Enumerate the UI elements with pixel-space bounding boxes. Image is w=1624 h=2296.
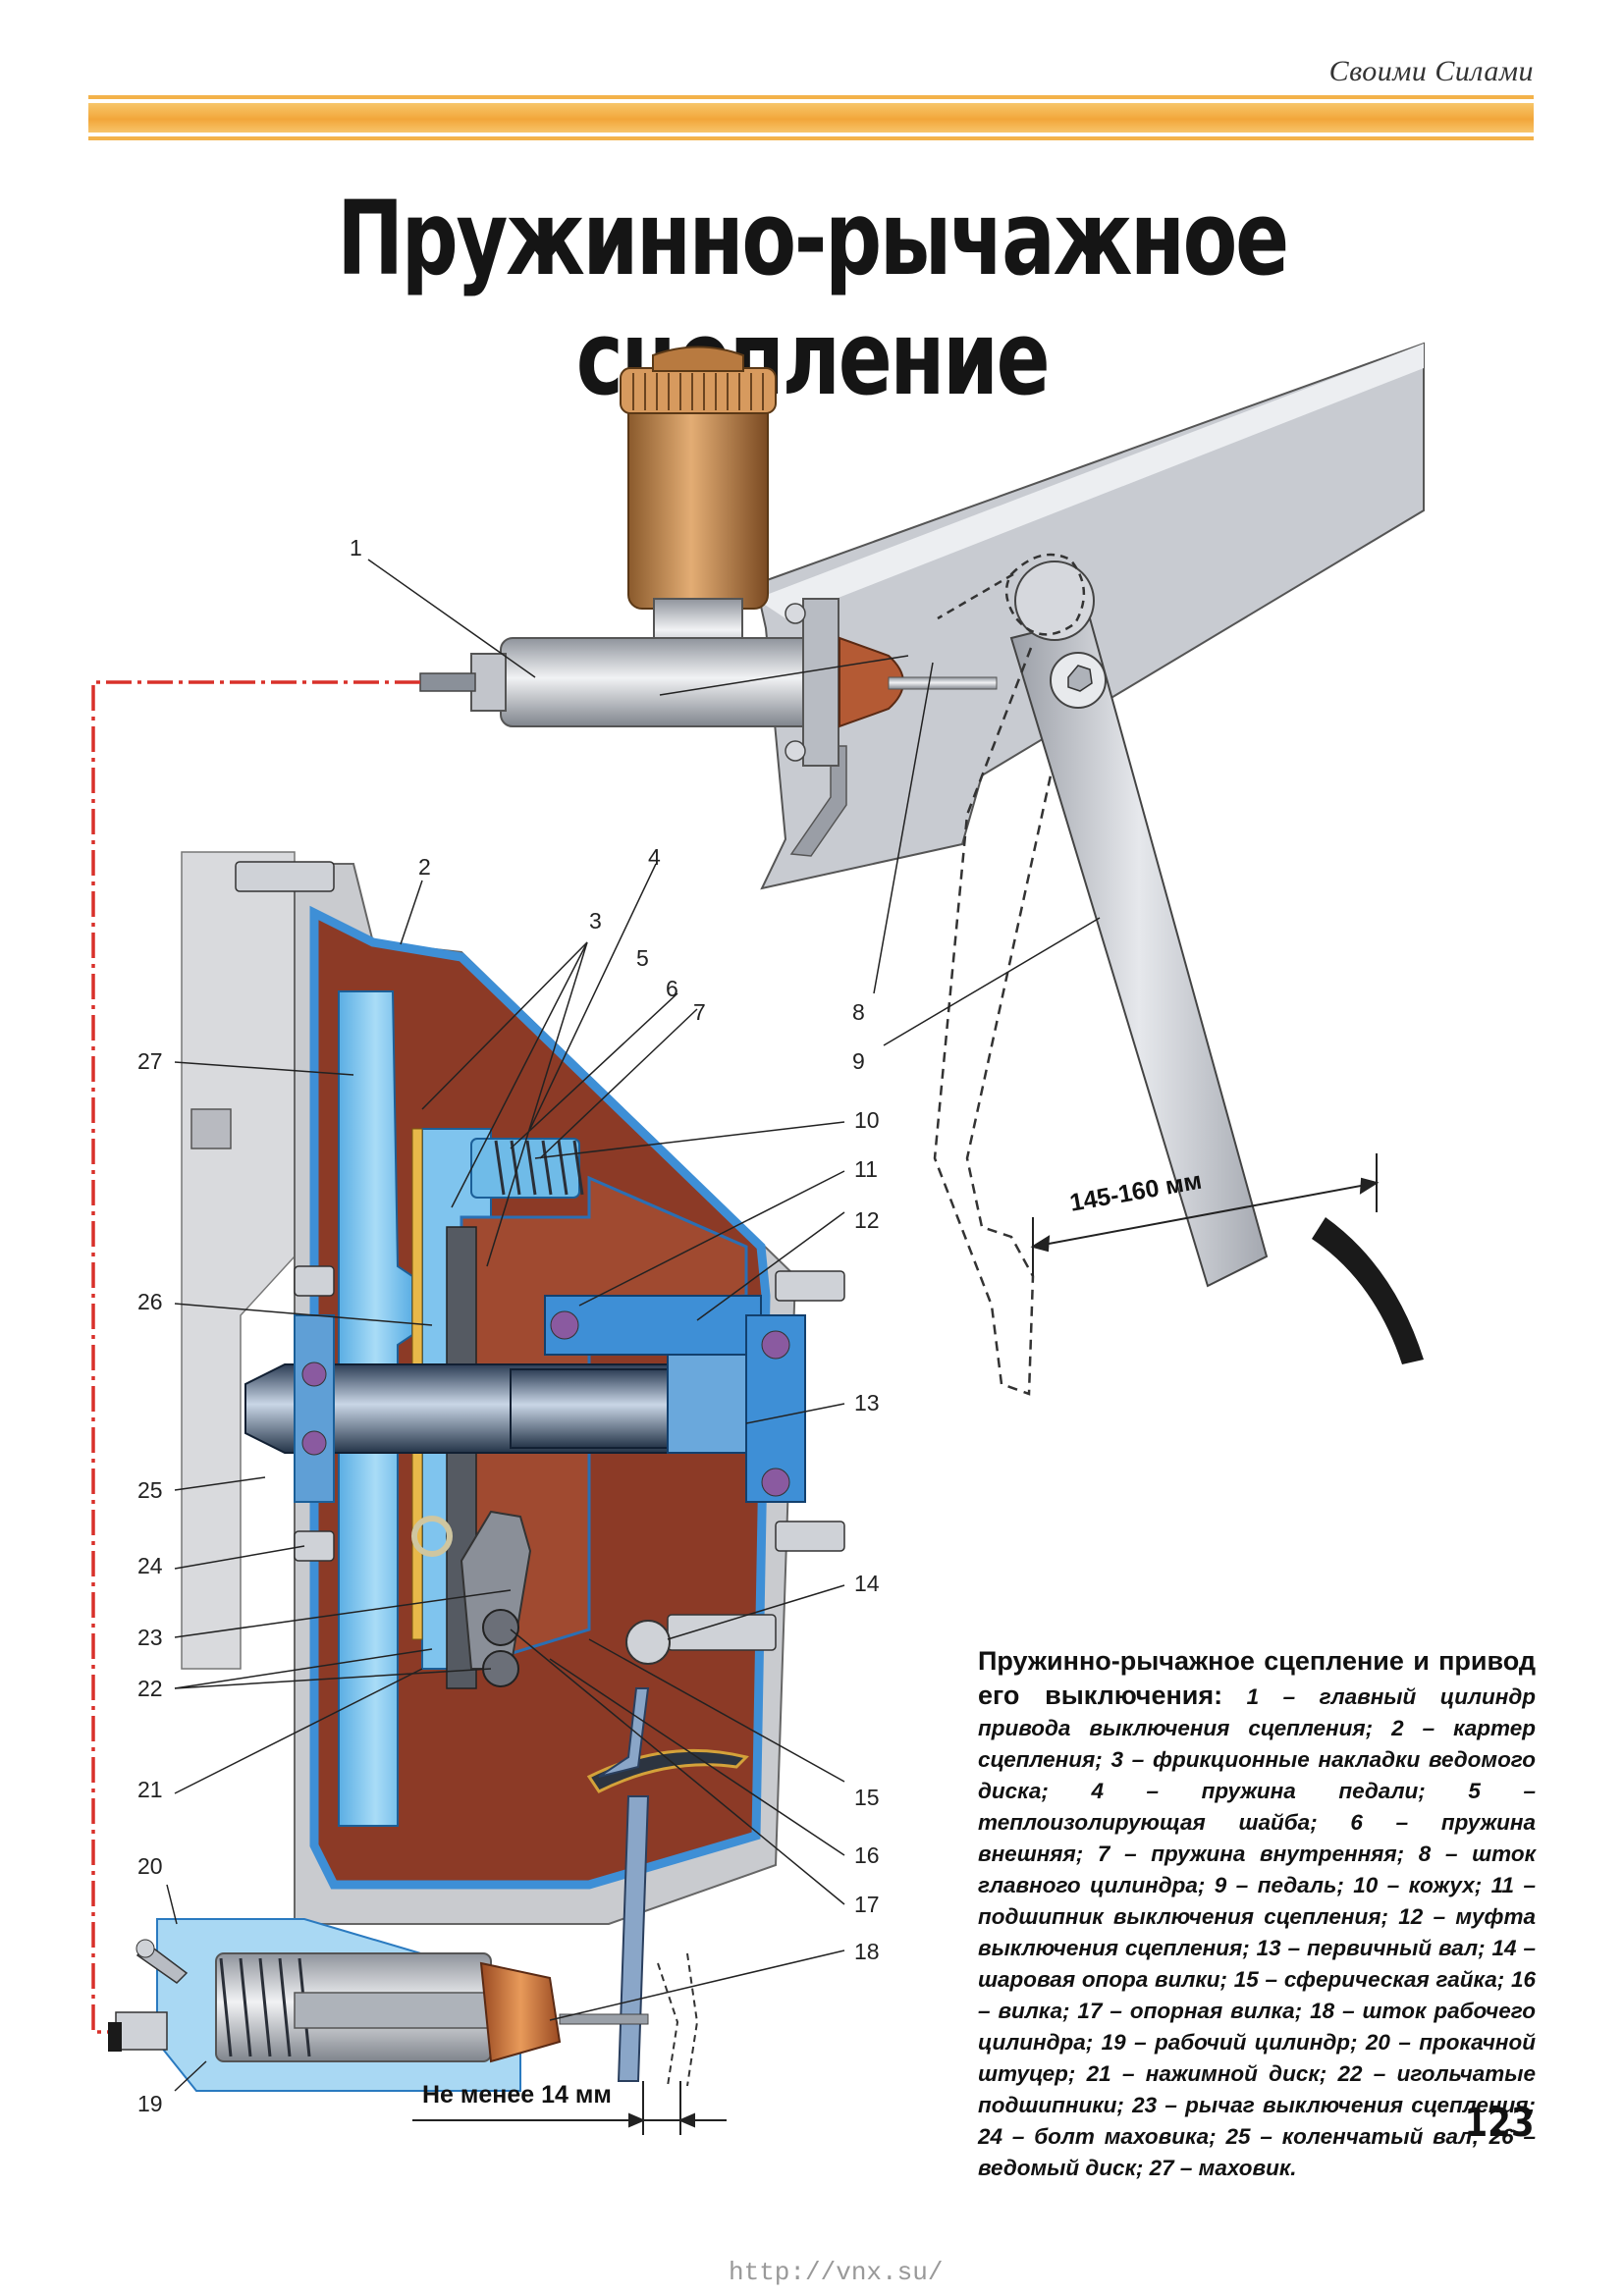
pedal-spring [937, 553, 1086, 636]
master-cylinder [419, 346, 998, 767]
header-gradient-band [88, 103, 1534, 133]
header-band [88, 95, 1534, 140]
caption-heading: Пружинно-рычажное сцепление и привод его… [978, 1646, 1536, 1710]
callout-2: 2 [418, 854, 431, 880]
callout-18: 18 [854, 1939, 880, 1964]
callout-20: 20 [137, 1853, 163, 1879]
fork-dashed [657, 1952, 699, 2087]
shafts [244, 1314, 767, 1503]
engine-nut [190, 1108, 232, 1149]
caption-body: 1 – главный цилиндр привода выключения с… [978, 1684, 1536, 2180]
callout-17: 17 [854, 1892, 880, 1917]
pedal [1009, 561, 1424, 1364]
min-gap-label: Не менее 14 мм [422, 2081, 612, 2109]
brand-name: Своими Силами [1328, 55, 1534, 87]
callout-15: 15 [854, 1785, 880, 1810]
callout-6: 6 [666, 976, 678, 1001]
release-fork [586, 1620, 749, 2082]
callout-19: 19 [137, 2091, 163, 2116]
callout-26: 26 [137, 1289, 163, 1314]
cover-springs [470, 1138, 584, 1199]
callout-22: 22 [137, 1676, 163, 1701]
callout-4: 4 [648, 844, 661, 870]
callout-11: 11 [854, 1156, 878, 1182]
callout-21: 21 [137, 1777, 163, 1802]
callout-9: 9 [852, 1048, 865, 1074]
callout-3: 3 [589, 908, 602, 934]
slave-cylinder [108, 1918, 649, 2092]
callout-16: 16 [854, 1842, 880, 1868]
pedal-depressed-outline [933, 647, 1053, 1396]
callout-13: 13 [854, 1390, 880, 1415]
callout-8: 8 [852, 999, 865, 1025]
callout-24: 24 [137, 1553, 163, 1578]
min-gap-dimension [412, 2081, 727, 2135]
header-rule-top [88, 95, 1534, 99]
callout-7: 7 [693, 999, 706, 1025]
figure-caption: Пружинно-рычажное сцепление и привод его… [978, 1644, 1536, 2184]
pedal-travel-dimension [1030, 1153, 1380, 1276]
leader-lines [166, 559, 1101, 2092]
page-number: 123 [1464, 2101, 1534, 2146]
footer-url[interactable]: http://vnx.su/ [729, 2258, 944, 2287]
callout-14: 14 [854, 1571, 880, 1596]
release-bearing [544, 1295, 806, 1503]
header-rule-bottom [88, 136, 1534, 140]
callout-1: 1 [350, 535, 362, 561]
hydraulic-line [91, 680, 420, 2034]
callout-10: 10 [854, 1107, 880, 1133]
engine-block [181, 851, 296, 1670]
release-lever [411, 1510, 532, 1687]
callout-27: 27 [137, 1048, 163, 1074]
housing-bolts [235, 861, 845, 1651]
callout-23: 23 [137, 1625, 163, 1650]
callout-5: 5 [636, 945, 649, 971]
callout-25: 25 [137, 1477, 163, 1503]
callout-12: 12 [854, 1207, 880, 1233]
